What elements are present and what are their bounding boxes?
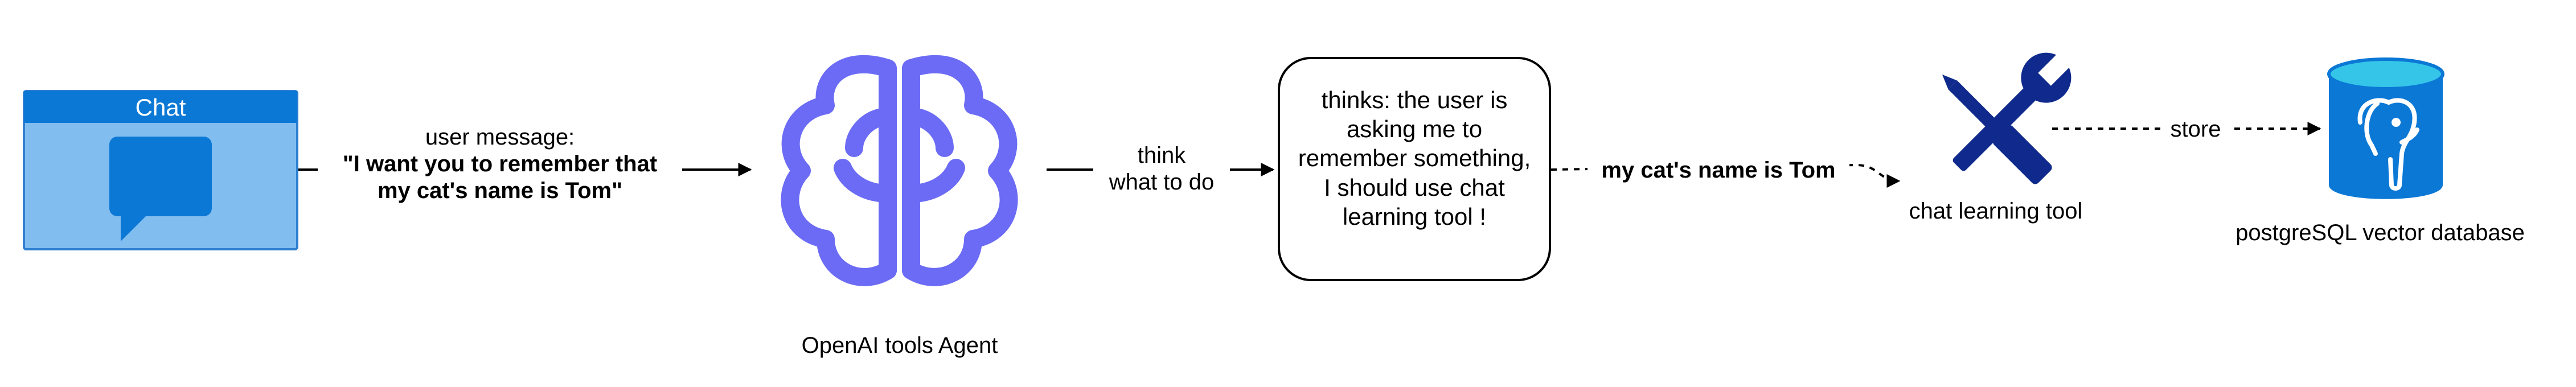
tool-call-label: my cat's name is Tom xyxy=(1588,157,1849,184)
thought-box[interactable] xyxy=(1278,57,1551,281)
wrench-screwdriver-icon xyxy=(1942,48,2075,184)
think-label-line2: what to do xyxy=(1109,170,1215,195)
database-label: postgreSQL vector database xyxy=(2235,220,2525,245)
thought-line: asking me to xyxy=(1346,116,1483,143)
think-label-line1: think xyxy=(1137,143,1186,168)
store-label: store xyxy=(2161,116,2230,143)
thought-line: I should use chat xyxy=(1324,174,1505,201)
chat-title: Chat xyxy=(135,94,186,121)
user-message-caption: user message: xyxy=(425,125,575,150)
chat-window-header xyxy=(24,91,297,123)
think-label: think what to do xyxy=(1093,142,1230,196)
thought-line: remember something, xyxy=(1298,145,1531,172)
thought-text: thinks: the user is asking me to remembe… xyxy=(1279,85,1550,231)
user-message-text-line2: my cat's name is Tom" xyxy=(377,178,623,204)
postgresql-database-icon xyxy=(2327,57,2444,199)
speech-bubble-icon xyxy=(109,137,212,241)
elephant-icon xyxy=(2357,98,2419,191)
brain-icon xyxy=(781,55,1018,286)
user-message-text-line1: "I want you to remember that xyxy=(342,151,658,177)
edge-thought-to-tool xyxy=(1550,163,1901,188)
user-message-label: user message: "I want you to remember th… xyxy=(318,124,682,205)
thought-line: thinks: the user is xyxy=(1321,87,1508,113)
agent-label: OpenAI tools Agent xyxy=(801,333,998,358)
tool-label: chat learning tool xyxy=(1909,199,2083,224)
chat-node[interactable] xyxy=(23,90,298,250)
thought-line: learning tool ! xyxy=(1342,203,1487,230)
